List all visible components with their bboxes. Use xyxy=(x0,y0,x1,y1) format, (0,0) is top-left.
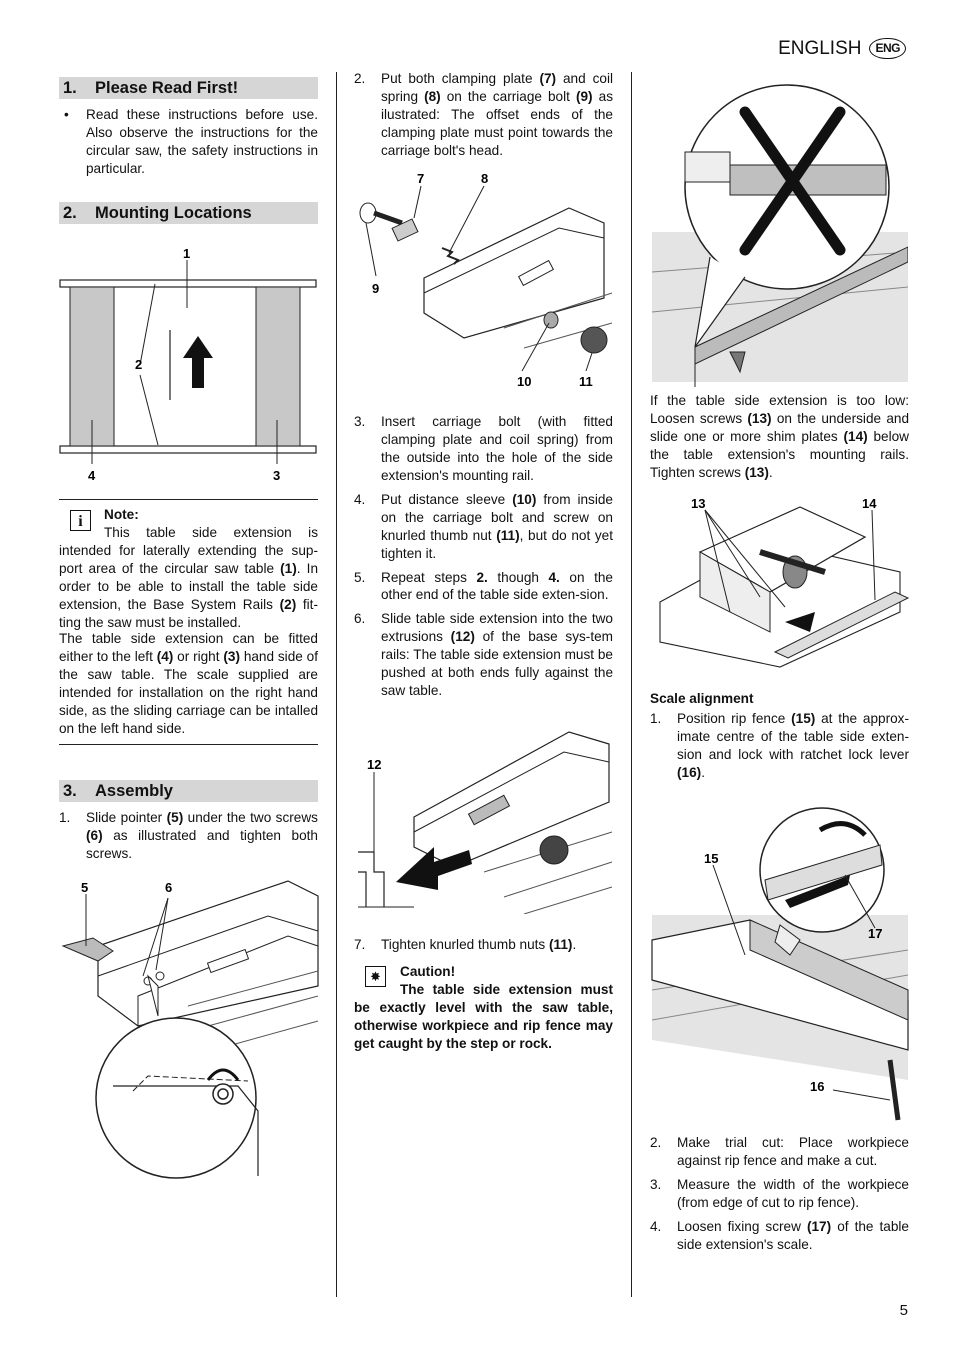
callout-15: 15 xyxy=(704,851,718,866)
section-number: 1. xyxy=(63,79,77,97)
shim-plates-figure: 13 14 xyxy=(650,492,910,672)
step-number: 1. xyxy=(59,810,71,825)
callout-2: 2 xyxy=(135,357,142,372)
step-number: 2. xyxy=(354,71,366,86)
step-number: 5. xyxy=(354,569,366,585)
note-title: Note: xyxy=(104,507,139,522)
callout-11: 11 xyxy=(579,374,593,389)
callout-5: 5 xyxy=(81,880,88,895)
section-title: Please Read First! xyxy=(95,79,239,97)
step-number: 3. xyxy=(354,414,366,429)
callout-10: 10 xyxy=(517,374,531,389)
caution-icon: ✸ xyxy=(365,966,386,987)
step-7: 7.Tighten knurled thumb nuts (11). xyxy=(354,937,577,952)
section-number: 2. xyxy=(63,204,77,222)
section-title: Assembly xyxy=(95,782,173,800)
callout-3: 3 xyxy=(273,468,280,483)
column-divider-right xyxy=(631,72,632,1297)
section-heading-mounting: 2. Mounting Locations xyxy=(59,202,318,224)
rip-fence-figure: 15 17 16 xyxy=(650,790,910,1130)
note-paragraph-1: This table side extension is intended fo… xyxy=(59,525,319,630)
extrusion-figure: 12 xyxy=(354,722,616,914)
bullet-text: Read these instructions before use. Also… xyxy=(86,107,318,176)
too-low-paragraph: If the table side extension is too low: … xyxy=(650,393,909,480)
page-number: 5 xyxy=(899,1302,908,1320)
step-3-text: Insert carriage bolt (with fitted clampi… xyxy=(381,414,613,483)
caution-text: The table side extension must be exactly… xyxy=(354,982,613,1051)
callout-9: 9 xyxy=(372,281,379,296)
scale-step-1: 1.Position rip fence (15) at the approx-… xyxy=(650,711,909,780)
callout-17: 17 xyxy=(868,926,882,941)
mounting-locations-figure: 1 2 3 4 xyxy=(58,240,320,490)
callout-8: 8 xyxy=(481,171,488,186)
section-heading-assembly: 3. Assembly xyxy=(59,780,318,802)
carriage-bolt-figure: 7 8 9 10 11 xyxy=(354,168,616,393)
callout-4: 4 xyxy=(88,468,96,483)
callout-1: 1 xyxy=(183,246,190,261)
callout-7: 7 xyxy=(417,171,424,186)
section-number: 3. xyxy=(63,782,77,800)
scale-step-2-text: Make trial cut: Place workpiece against … xyxy=(677,1135,909,1168)
section-title: Mounting Locations xyxy=(95,204,252,222)
section-heading-read-first: 1. Please Read First! xyxy=(59,77,318,99)
scale-alignment-title: Scale alignment xyxy=(650,691,754,706)
column-divider-left xyxy=(336,72,337,1297)
note-paragraph-2: The table side extension can be fitted e… xyxy=(59,631,318,736)
step-number: 4. xyxy=(354,491,366,507)
caution-title: Caution! xyxy=(400,964,456,979)
step-2: 2.Put both clamping plate (7) and coil s… xyxy=(354,71,613,158)
step-number: 3. xyxy=(650,1176,662,1192)
step-number: 2. xyxy=(650,1135,662,1150)
step-number: 6. xyxy=(354,611,366,627)
scale-step-3-text: Measure the width of the workpiece (from… xyxy=(677,1176,909,1210)
step-number: 4. xyxy=(650,1218,662,1234)
language-badge: ENG xyxy=(869,37,906,60)
pointer-figure: 5 6 xyxy=(58,876,320,1196)
steps-3-to-6: 3. Insert carriage bolt (with fitted clam… xyxy=(354,414,614,699)
language-label: ENGLISH xyxy=(778,38,862,59)
callout-6: 6 xyxy=(165,880,172,895)
scale-steps-2-to-4: 2. Make trial cut: Place workpiece agains… xyxy=(650,1135,909,1252)
step-1: 1.Slide pointer (5) under the two screws… xyxy=(59,810,318,861)
note-top-rule xyxy=(59,499,318,500)
read-first-bullet: •Read these instructions before use. Als… xyxy=(64,107,318,176)
level-check-figure xyxy=(650,72,908,387)
callout-16: 16 xyxy=(810,1079,824,1094)
step-number: 7. xyxy=(354,937,366,952)
callout-12: 12 xyxy=(367,757,381,772)
callout-14: 14 xyxy=(862,496,877,511)
step-number: 1. xyxy=(650,711,662,726)
info-icon: i xyxy=(70,510,91,531)
callout-13: 13 xyxy=(691,496,705,511)
note-bottom-rule xyxy=(59,744,318,745)
language-header: ENGLISH ENG xyxy=(778,36,906,61)
